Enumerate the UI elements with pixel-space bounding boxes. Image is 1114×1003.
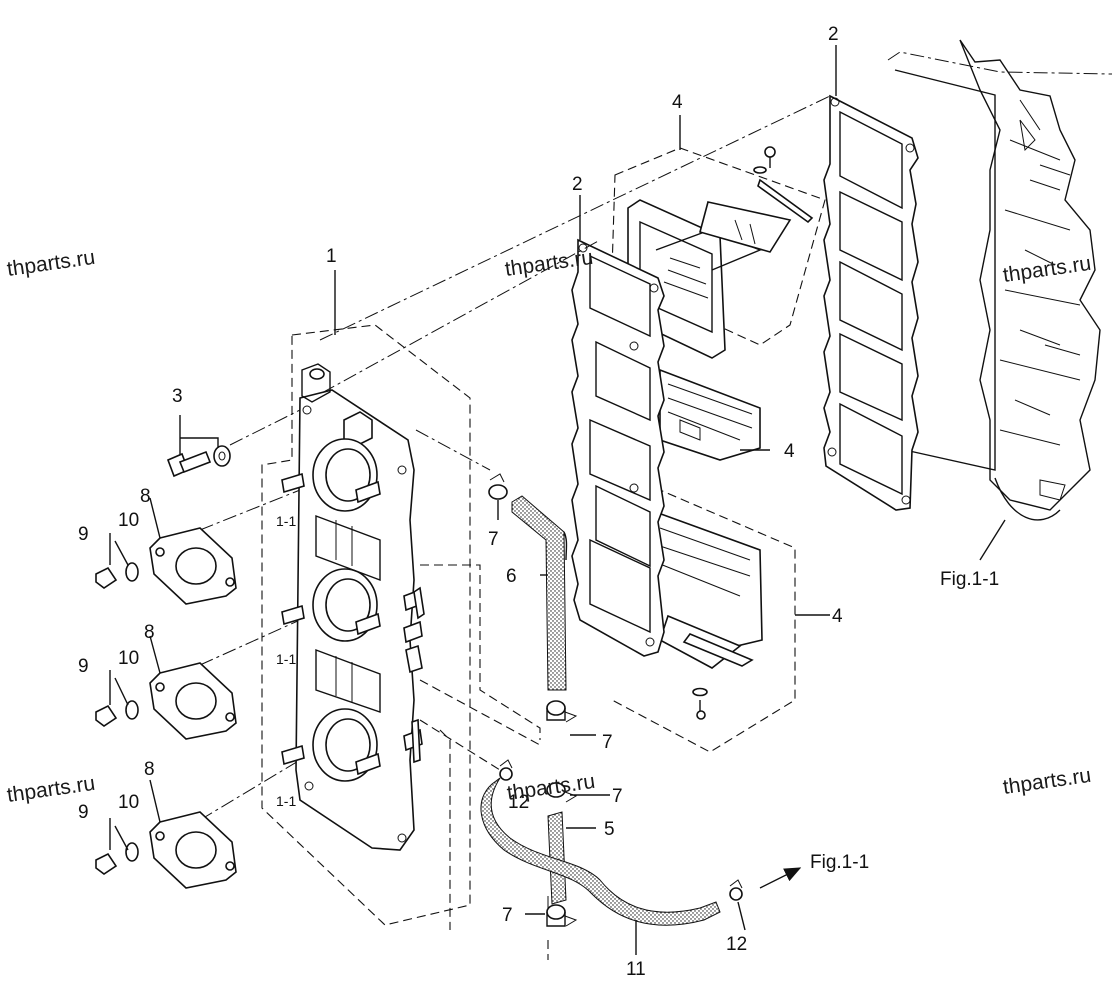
watermark-right: thparts.ru <box>1001 252 1092 287</box>
callout-8-middle: 8 <box>144 622 155 643</box>
intake-manifold <box>281 363 425 851</box>
callout-12-top: 12 <box>508 792 529 813</box>
callout-4-upper: 4 <box>672 92 683 113</box>
alignment-lines <box>199 95 831 821</box>
callout-5: 5 <box>604 819 615 840</box>
clamp-7-bottom <box>546 904 578 927</box>
hose-5 <box>547 811 567 905</box>
callout-11: 11 <box>626 959 646 980</box>
callout-6: 6 <box>506 566 517 587</box>
callout-3: 3 <box>172 386 183 407</box>
watermark-center-bottom: thparts.ru <box>505 770 596 805</box>
callout-8-lower: 8 <box>144 759 155 780</box>
flange-set-lower <box>95 811 237 889</box>
reed-valve-lower <box>611 489 796 753</box>
callout-8-upper: 8 <box>140 486 151 507</box>
figure-references: Fig.1-1 Fig.1-1 <box>810 569 999 873</box>
flange-set-middle <box>95 662 237 740</box>
callout-12-bottom: 12 <box>726 934 747 955</box>
manifold-group-outline <box>261 324 471 926</box>
callout-9-middle: 9 <box>78 656 89 677</box>
clip-12-top <box>499 759 513 781</box>
callout-leaders <box>109 45 1006 955</box>
callout-4-lower: 4 <box>832 606 843 627</box>
watermark-left: thparts.ru <box>5 246 96 281</box>
gasket-front <box>571 238 665 657</box>
callout-9-lower: 9 <box>78 802 89 823</box>
callout-7-mid: 7 <box>602 732 613 753</box>
fig-ref-crankcase: Fig.1-1 <box>940 569 999 590</box>
callout-7-top: 7 <box>488 529 499 550</box>
crankcase-outline <box>887 39 1113 521</box>
clamp-7-top <box>488 473 508 500</box>
callout-2-rear: 2 <box>828 24 839 45</box>
stud-label-lower: 1-1 <box>276 793 296 809</box>
callout-10-middle: 10 <box>118 648 139 669</box>
clip-12-bottom <box>729 879 743 901</box>
stud-label-middle: 1-1 <box>276 651 296 667</box>
bolt-3 <box>166 415 231 478</box>
clamp-7-lower <box>546 782 578 803</box>
callout-4-middle: 4 <box>784 441 795 462</box>
callout-9-upper: 9 <box>78 524 89 545</box>
callout-labels: 1 2 2 3 4 4 4 5 6 7 7 7 7 8 8 8 9 9 9 10… <box>78 24 843 980</box>
callout-10-upper: 10 <box>118 510 139 531</box>
callout-7-bottom: 7 <box>502 905 513 926</box>
clamp-7-mid <box>546 700 578 723</box>
reed-valve-middle <box>659 368 761 461</box>
fig-ref-arrow: Fig.1-1 <box>810 852 869 873</box>
gasket-rear <box>823 94 919 511</box>
callout-10-lower: 10 <box>118 792 139 813</box>
stud-label-upper: 1-1 <box>276 513 296 529</box>
callout-2-front: 2 <box>572 174 583 195</box>
watermark-right-bottom: thparts.ru <box>1001 764 1092 799</box>
hose-6 <box>511 495 568 691</box>
flange-set-upper <box>95 527 237 605</box>
hose-11 <box>480 777 721 926</box>
callout-7-lower: 7 <box>612 786 623 807</box>
callout-1: 1 <box>326 246 337 267</box>
hose-leaders <box>419 564 549 960</box>
